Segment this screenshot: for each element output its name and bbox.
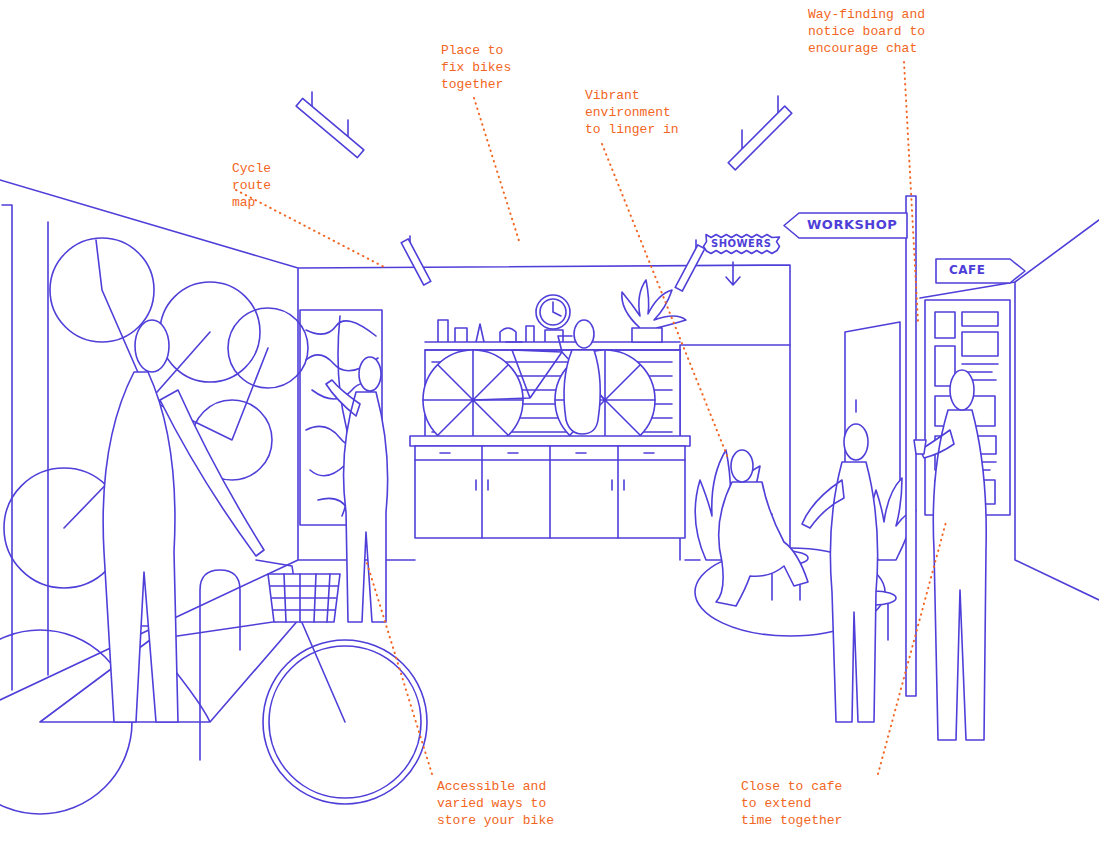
workbench-top — [410, 436, 690, 446]
bike-basket — [268, 574, 340, 622]
sign-text: WORKSHOP — [807, 218, 898, 233]
sign-text: SHOWERS — [711, 238, 772, 250]
callout-label: Accessible and varied ways to store your… — [437, 779, 554, 828]
sign-shape — [704, 235, 780, 254]
callout-label: Cycle route map — [232, 161, 271, 210]
direction-sign: SHOWERS — [703, 234, 780, 254]
coffee-cup — [914, 440, 926, 454]
shelf-plant — [622, 280, 686, 342]
callout-label-box: Way-finding and notice board to encourag… — [808, 6, 929, 57]
leader-line — [904, 62, 918, 322]
person-head — [359, 357, 381, 391]
leader-line — [366, 560, 432, 774]
light-tube — [296, 98, 364, 157]
person-head — [135, 320, 169, 372]
shower-arrow — [726, 262, 740, 285]
leader-line — [878, 522, 946, 774]
light-tube — [675, 245, 705, 291]
person-standing — [802, 462, 878, 722]
person-head — [844, 424, 868, 460]
sign-shape — [936, 259, 1025, 283]
cabinet-doors — [415, 446, 685, 538]
sign-shape — [784, 213, 907, 238]
workbench-cabinet — [415, 446, 685, 538]
doorway — [845, 322, 900, 482]
callout-label-box: Accessible and varied ways to store your… — [437, 778, 558, 829]
person-head — [731, 450, 753, 482]
callout-label: Vibrant environment to linger in — [585, 88, 679, 137]
person-head — [950, 370, 974, 410]
person-with-cup — [920, 410, 986, 740]
basket-weave — [270, 574, 338, 622]
direction-sign: WORKSHOP — [783, 212, 908, 239]
leader-line — [602, 144, 728, 458]
light-tube — [401, 239, 431, 285]
person-with-bike — [103, 372, 264, 722]
callout-label-box: Vibrant environment to linger in — [585, 87, 683, 138]
callout-label-box: Close to cafe to extend time together — [741, 778, 846, 829]
person-seated — [716, 482, 808, 606]
person-mechanic — [564, 350, 600, 434]
storage-post — [2, 205, 48, 690]
sign-text: CAFE — [949, 264, 986, 278]
clock — [536, 295, 570, 329]
light-tube — [728, 106, 792, 170]
door-handle — [855, 400, 857, 412]
callout-label: Close to cafe to extend time together — [741, 779, 842, 828]
direction-sign: CAFE — [935, 258, 1026, 284]
wheel-spokes — [423, 350, 655, 450]
clock-hands — [553, 302, 561, 316]
callout-label: Way-finding and notice board to encourag… — [808, 7, 925, 56]
bike-rack — [200, 570, 240, 760]
leader-line — [236, 190, 386, 268]
callout-label-box: Cycle route map — [232, 160, 283, 211]
bike-frame — [40, 560, 345, 722]
clock-face — [540, 299, 566, 325]
callout-label-box: Place to fix bikes together — [441, 42, 515, 93]
leader-line — [474, 98, 520, 244]
person-head — [574, 320, 594, 348]
ceiling-light — [296, 92, 792, 291]
callout-label: Place to fix bikes together — [441, 43, 511, 92]
